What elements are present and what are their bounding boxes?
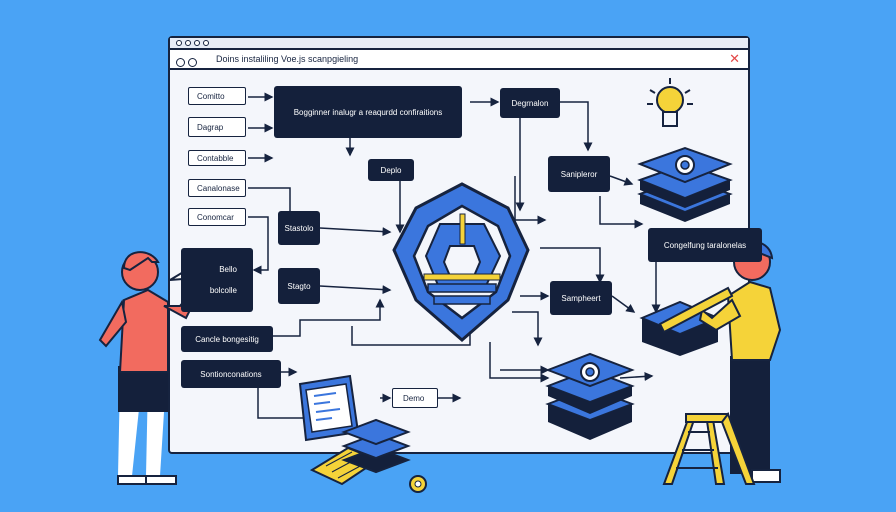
registration-box[interactable]: Degrnalon: [500, 88, 560, 118]
label-box[interactable]: Dagrap: [188, 117, 246, 137]
label-box[interactable]: Canalonase: [188, 179, 246, 197]
statistic-box[interactable]: Stastolo: [278, 211, 320, 245]
window-dot-icon[interactable]: [176, 40, 182, 46]
stage-box[interactable]: Stagto: [278, 268, 320, 304]
person-left-illustration: [98, 251, 199, 485]
label-box[interactable]: Comitto: [188, 87, 246, 105]
gear-stack-icon: [545, 352, 635, 440]
forward-circle-icon[interactable]: [188, 58, 197, 67]
disk-stack-icon: [341, 418, 411, 474]
address-bar[interactable]: Doins instaliling Voe.js scanpgieling ✕: [170, 50, 748, 70]
selection-box[interactable]: Sontionconations: [181, 360, 281, 388]
window-titlebar: [170, 38, 748, 50]
banner-box[interactable]: Bogginner inalugr a reaqurdd confiraitio…: [274, 86, 462, 138]
window-dot-icon[interactable]: [203, 40, 209, 46]
close-icon[interactable]: ✕: [729, 51, 740, 66]
address-text[interactable]: Doins instaliling Voe.js scanpgieling: [216, 54, 359, 64]
label-box[interactable]: Contabble: [188, 150, 246, 166]
demo-box[interactable]: Demo: [392, 388, 438, 408]
connector-lines: [248, 92, 661, 423]
window-dot-icon[interactable]: [185, 40, 191, 46]
window-dot-icon[interactable]: [194, 40, 200, 46]
computer-icon: [298, 374, 381, 486]
central-module-icon: [392, 182, 530, 342]
snapshot-box[interactable]: Sampheert: [550, 281, 612, 315]
ladder-icon: [662, 411, 756, 485]
nav-icons: [176, 54, 200, 72]
back-circle-icon[interactable]: [176, 58, 185, 67]
gear-stack-icon: [637, 146, 733, 222]
bello-subtitle: bolcolle: [209, 286, 237, 295]
gear-icon: [409, 475, 427, 493]
wrench-icon: [658, 286, 734, 334]
bello-title: Bello: [219, 265, 237, 274]
config-box[interactable]: Congelfung taralonelas: [648, 228, 762, 262]
label-box[interactable]: Conomcar: [188, 208, 246, 226]
deploy-box[interactable]: Deplo: [368, 159, 414, 181]
lightbulb-icon: [647, 78, 693, 127]
cancel-box[interactable]: Cancle bongesitig: [181, 326, 273, 352]
bello-box[interactable]: Bello bolcolle: [181, 248, 253, 312]
sample-box[interactable]: Sanipleror: [548, 156, 610, 192]
